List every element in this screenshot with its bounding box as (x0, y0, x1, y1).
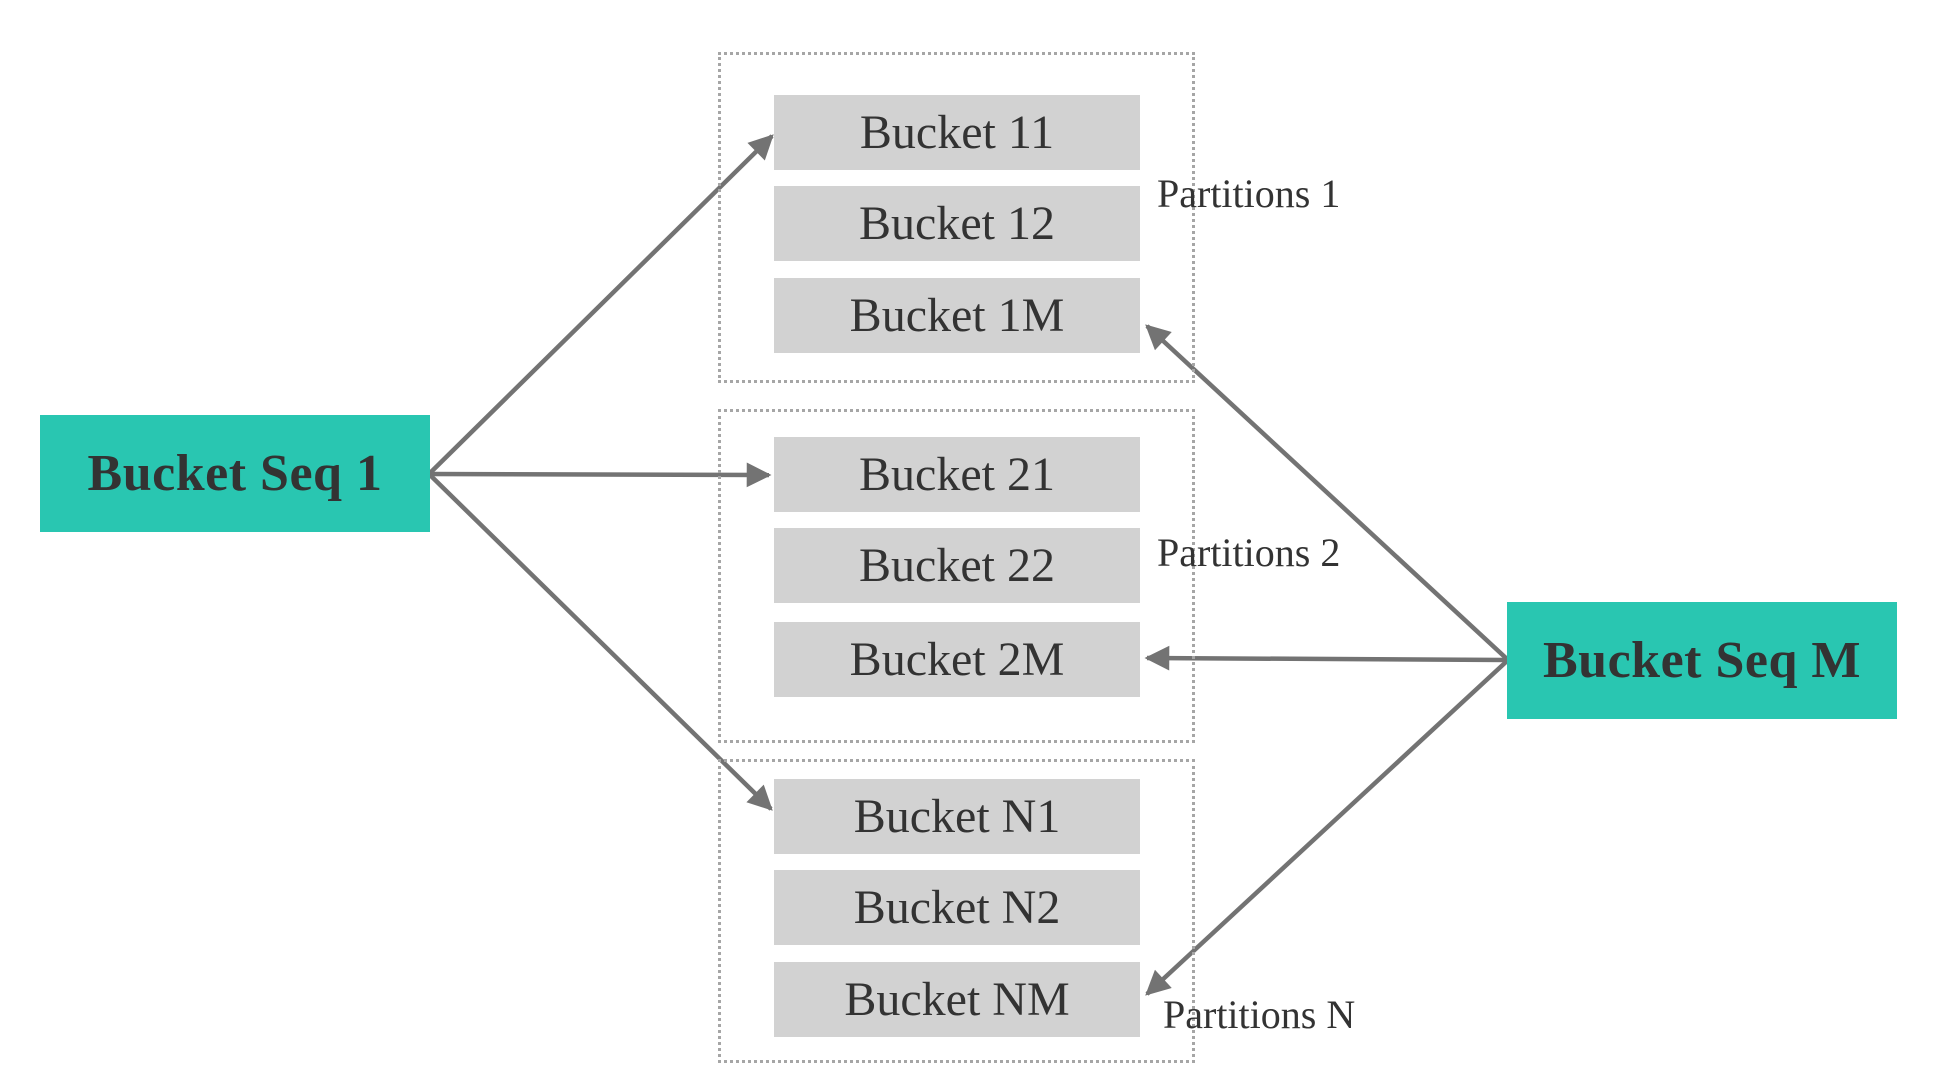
bucket-21-node: Bucket 21 (774, 437, 1140, 512)
bucket-n1-node: Bucket N1 (774, 779, 1140, 854)
bucket-seq-m-node: Bucket Seq M (1507, 602, 1897, 719)
edge-seqM-to-bucket1M (1145, 324, 1509, 661)
partition-1-label: Partitions 1 (1157, 171, 1341, 216)
bucket-12-node: Bucket 12 (774, 186, 1140, 261)
partition-group-2 (718, 409, 1195, 743)
bucket-nm-node: Bucket NM (774, 962, 1140, 1037)
partition-group-n (718, 759, 1195, 1063)
edge-seqM-to-bucketNM (1145, 659, 1509, 996)
bucket-n2-node: Bucket N2 (774, 870, 1140, 945)
partition-2-label: Partitions 2 (1157, 530, 1341, 575)
bucket-1m-node: Bucket 1M (774, 278, 1140, 353)
bucket-22-node: Bucket 22 (774, 528, 1140, 603)
partition-n-label: Partitions N (1163, 992, 1356, 1037)
bucket-11-node: Bucket 11 (774, 95, 1140, 170)
partition-group-1 (718, 52, 1195, 383)
bucket-seq-1-node: Bucket Seq 1 (40, 415, 430, 532)
bucket-2m-node: Bucket 2M (774, 622, 1140, 697)
edge-seqM-to-bucket2M (1144, 645, 1508, 671)
